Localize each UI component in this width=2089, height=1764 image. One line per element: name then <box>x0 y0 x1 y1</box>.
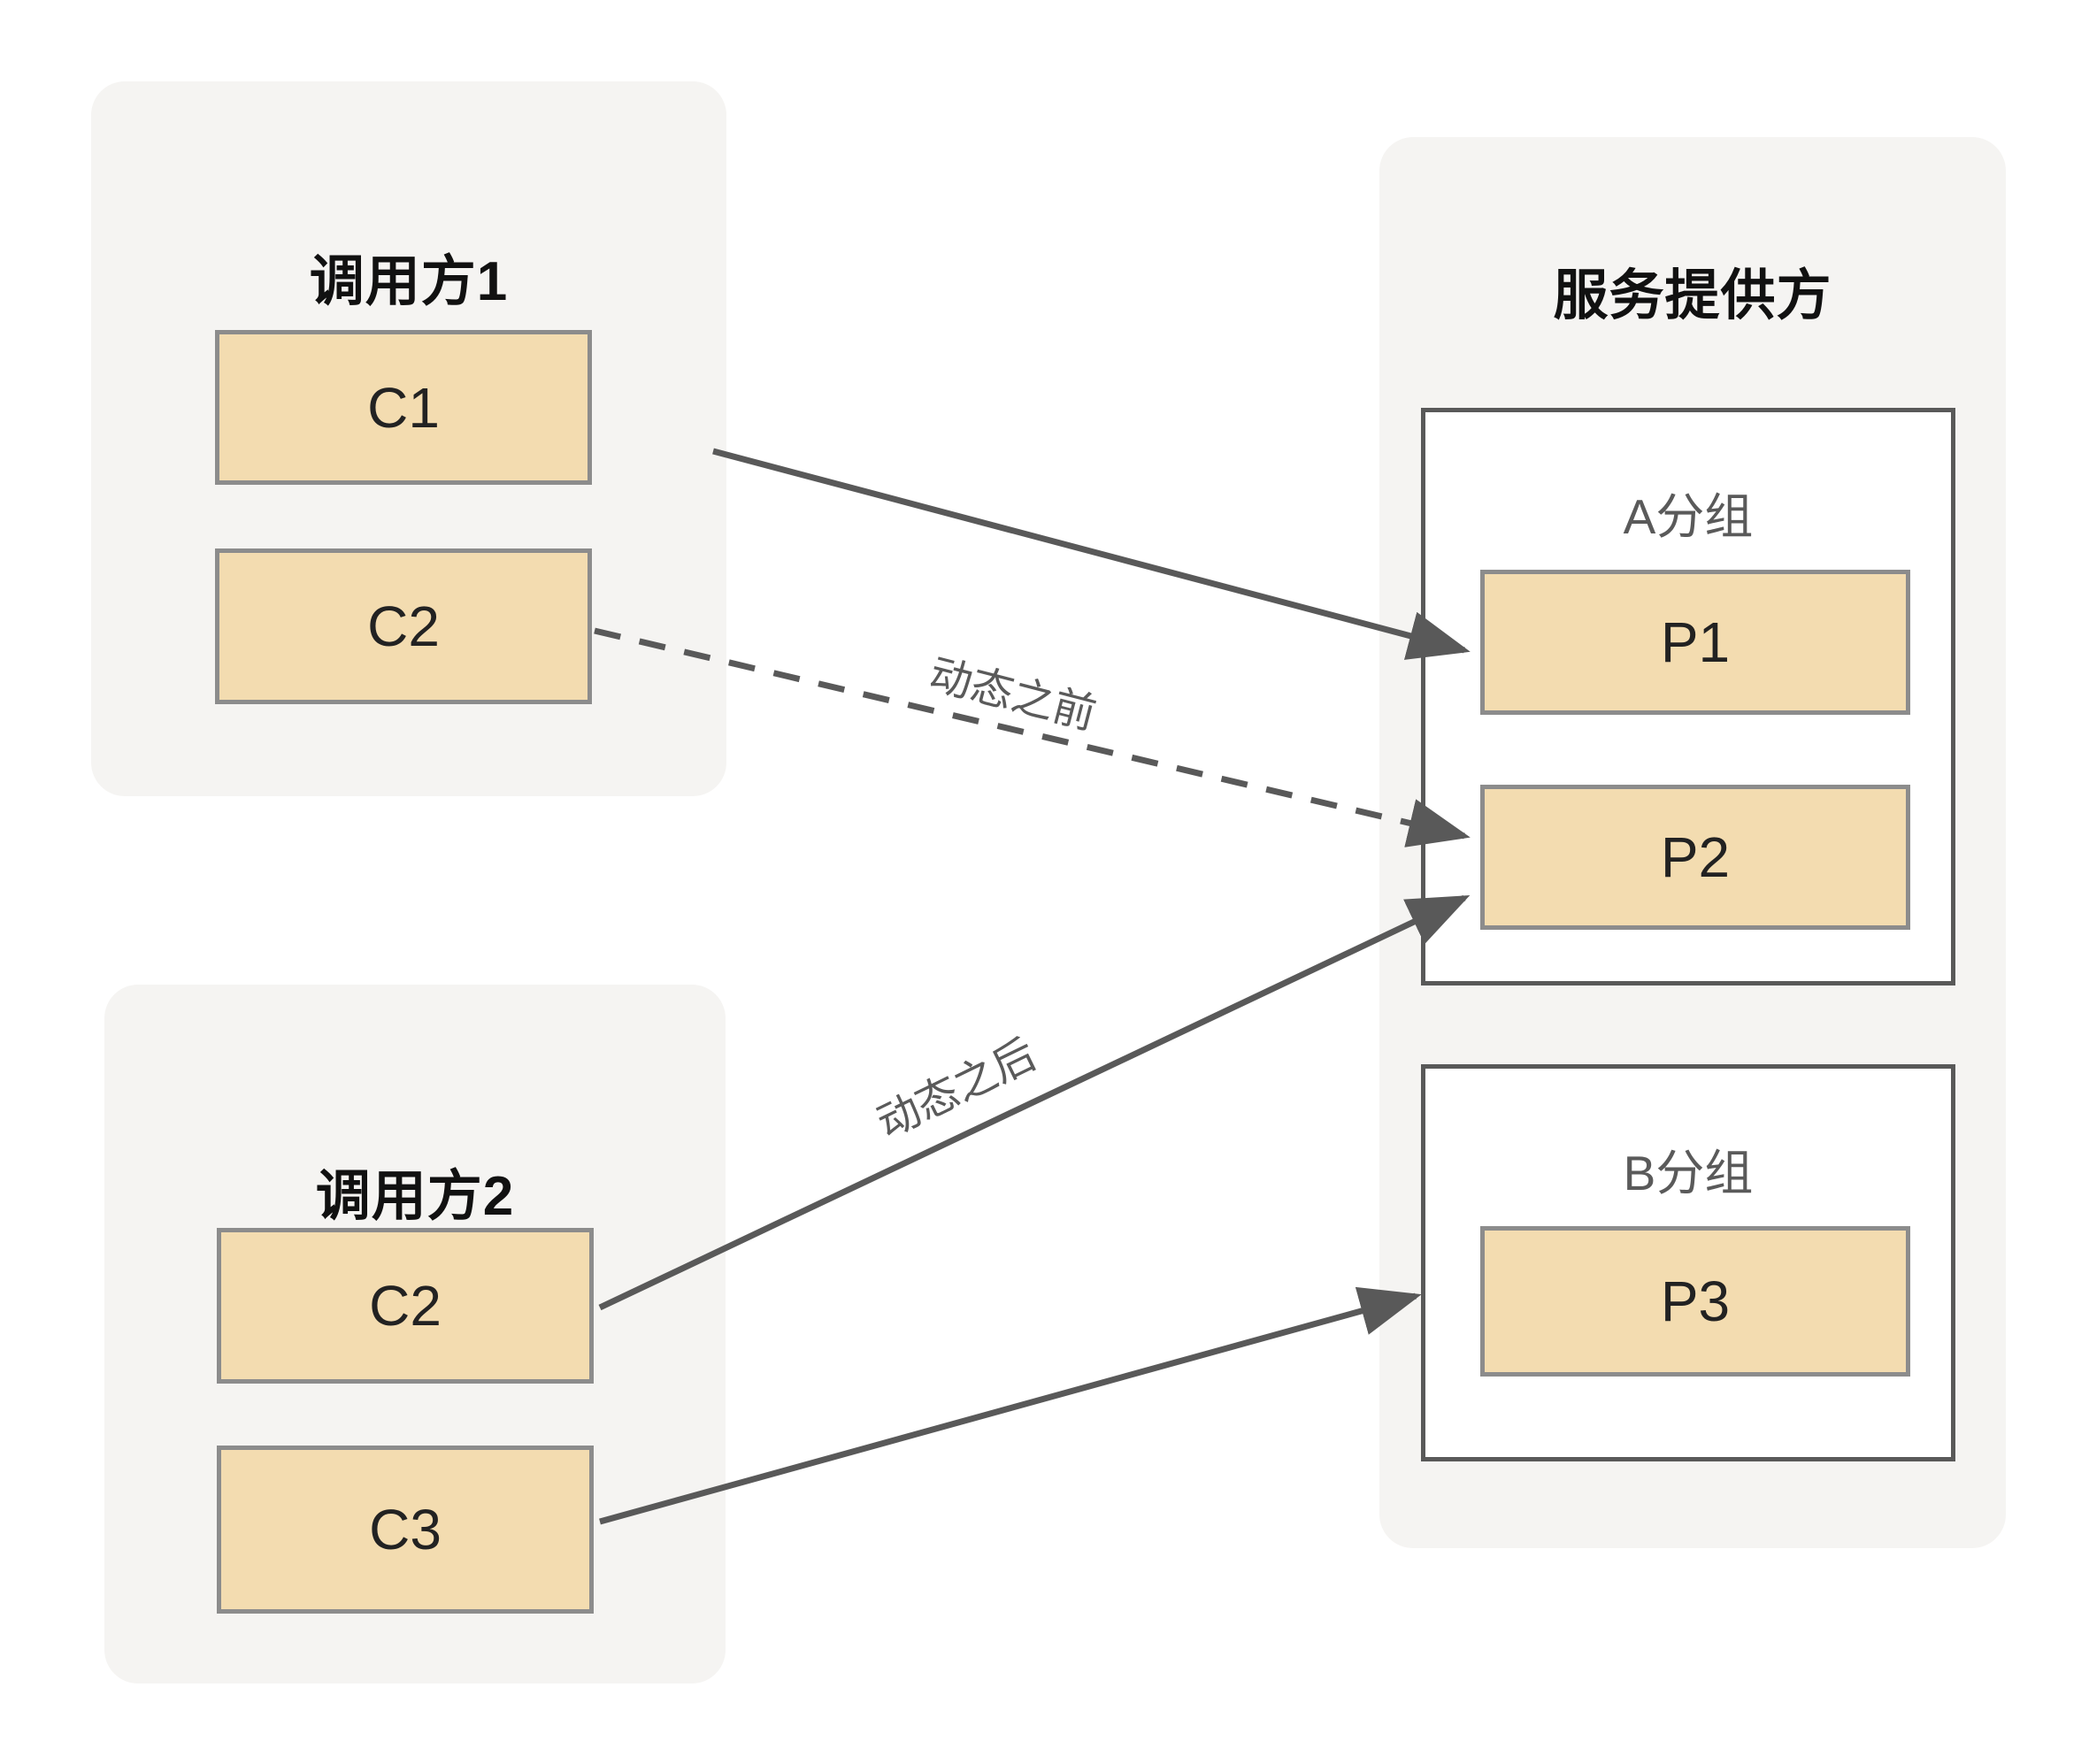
node-c2-caller1[interactable]: C2 <box>215 548 592 704</box>
provider-panel-title: 服务提供方 <box>1553 265 1832 326</box>
caller-panel-2-title: 调用方2 <box>315 1166 515 1227</box>
group-b-title: B分组 <box>1623 1146 1754 1200</box>
node-c3[interactable]: C3 <box>217 1446 594 1614</box>
node-p2[interactable]: P2 <box>1480 785 1910 930</box>
node-c1[interactable]: C1 <box>215 330 592 485</box>
caller-panel-1-title: 调用方1 <box>309 251 509 312</box>
group-a-title: A分组 <box>1623 489 1754 544</box>
edge-label-after: 动态之后 <box>870 1031 1044 1148</box>
node-p3[interactable]: P3 <box>1480 1226 1910 1377</box>
connector-c1-to-p1 <box>712 448 1471 660</box>
edge-label-before: 动态之前 <box>924 650 1101 740</box>
connector-c2caller2-to-p2 <box>598 894 1471 1311</box>
node-p1[interactable]: P1 <box>1480 570 1910 715</box>
node-c2-caller2[interactable]: C2 <box>217 1228 594 1384</box>
